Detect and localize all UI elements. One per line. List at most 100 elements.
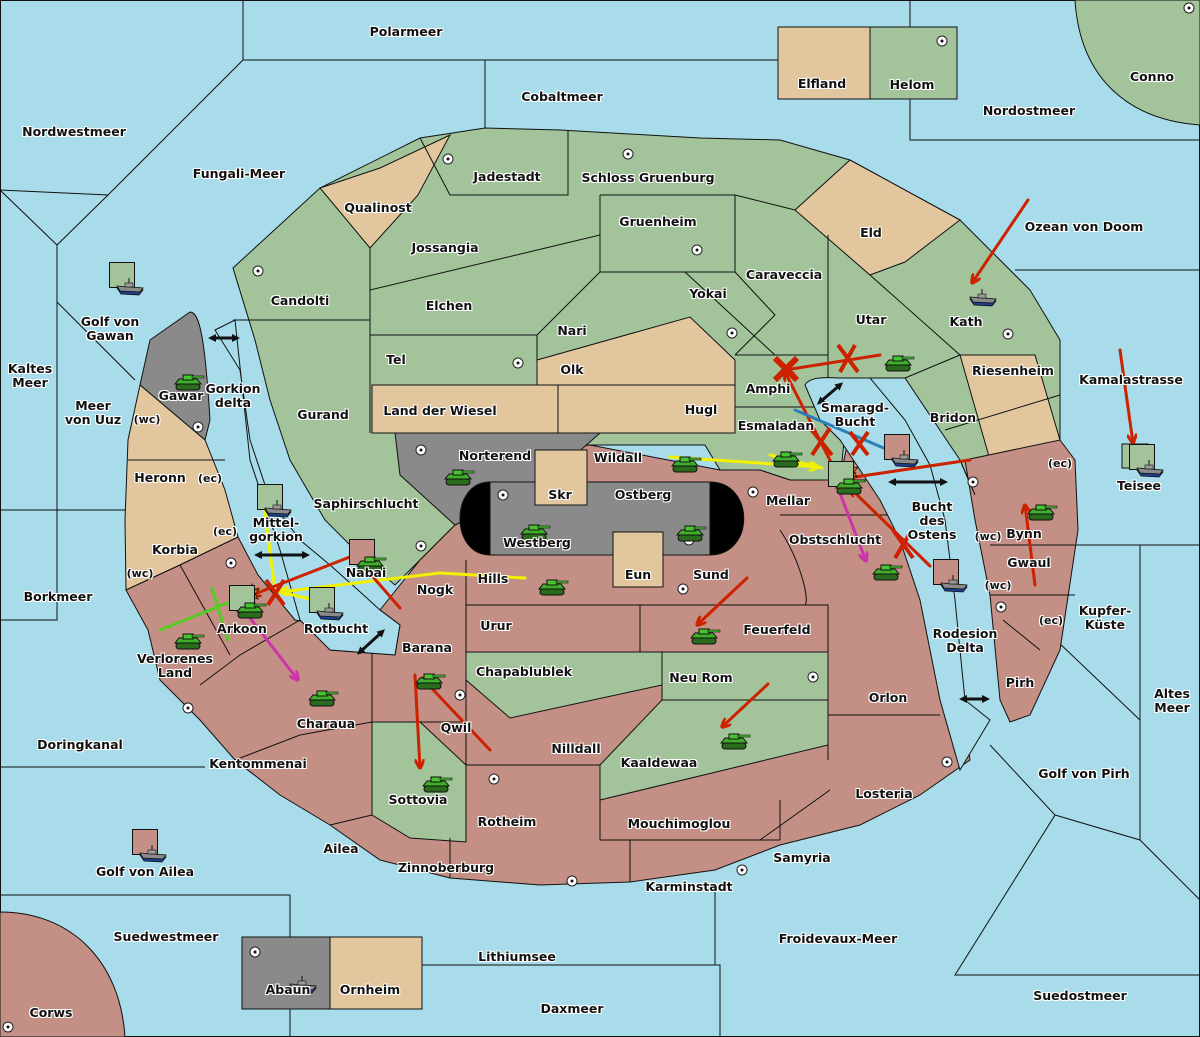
region-label-qualinost[interactable]: Qualinost <box>344 200 412 215</box>
region-label-smaragd[interactable]: Smaragd-Bucht <box>820 400 890 429</box>
region-label-ostberg[interactable]: Ostberg <box>614 487 672 502</box>
region-label-golf_pirh[interactable]: Golf von Pirh <box>1038 766 1130 781</box>
region-label-kamala[interactable]: Kamalastrasse <box>1079 372 1183 387</box>
region-label-lithium[interactable]: Lithiumsee <box>478 949 556 964</box>
region-label-norterend[interactable]: Norterend <box>458 448 532 463</box>
region-label-tel[interactable]: Tel <box>386 352 406 367</box>
region-label-charaua[interactable]: Charaua <box>296 716 356 731</box>
region-label-caraveccia[interactable]: Caraveccia <box>745 267 823 282</box>
region-label-candolti[interactable]: Candolti <box>270 293 330 308</box>
region-label-doringkanal[interactable]: Doringkanal <box>37 737 123 752</box>
region-label-nordostmeer[interactable]: Nordostmeer <box>982 103 1076 118</box>
region-label-nordwestmeer[interactable]: Nordwestmeer <box>22 124 126 139</box>
region-label-jadestadt[interactable]: Jadestadt <box>473 169 541 184</box>
region-label-golf_ailea[interactable]: Golf von Ailea <box>95 864 195 879</box>
region-label-mittelgorkion[interactable]: Mittel-gorkion <box>249 515 303 544</box>
region-label-corws[interactable]: Corws <box>29 1005 73 1020</box>
region-label-orlon[interactable]: Orlon <box>868 690 908 705</box>
region-label-samyria[interactable]: Samyria <box>773 850 831 865</box>
region-label-zinnober[interactable]: Zinnoberburg <box>397 860 495 875</box>
region-label-daxmeer[interactable]: Daxmeer <box>540 1001 604 1016</box>
region-label-barana[interactable]: Barana <box>402 640 452 655</box>
region-label-heronn[interactable]: Heronn <box>134 470 186 485</box>
order-arrow <box>413 673 420 770</box>
region-label-rotbucht[interactable]: Rotbucht <box>303 621 369 636</box>
region-label-skr[interactable]: Skr <box>548 487 572 502</box>
region-label-neurom[interactable]: Neu Rom <box>669 670 733 685</box>
region-label-cobaltmeer[interactable]: Cobaltmeer <box>521 89 603 104</box>
region-label-elfland[interactable]: Elfland <box>797 76 847 91</box>
region-label-kaaldewaa[interactable]: Kaaldewaa <box>620 755 698 770</box>
region-label-ailea[interactable]: Ailea <box>323 841 359 856</box>
region-label-urur[interactable]: Urur <box>480 618 512 633</box>
region-label-nogk[interactable]: Nogk <box>416 582 454 597</box>
region-label-utar[interactable]: Utar <box>855 312 887 327</box>
region-label-arkoon[interactable]: Arkoon <box>217 621 267 636</box>
region-label-abaun[interactable]: Abaun <box>265 982 311 997</box>
region-label-hills[interactable]: Hills <box>477 571 509 586</box>
region-label-ozean[interactable]: Ozean von Doom <box>1024 219 1144 234</box>
region-label-froidevaux[interactable]: Froidevaux-Meer <box>778 931 898 946</box>
region-label-sottovia[interactable]: Sottovia <box>388 792 448 807</box>
region-label-nabai[interactable]: Nabai <box>345 565 387 580</box>
region-label-yokai[interactable]: Yokai <box>689 286 727 301</box>
supply-center-icon <box>995 601 1007 613</box>
region-label-sund[interactable]: Sund <box>693 567 729 582</box>
region-label-conno[interactable]: Conno <box>1129 69 1175 84</box>
region-label-borkmeer[interactable]: Borkmeer <box>23 589 93 604</box>
region-label-mouchi[interactable]: Mouchimoglou <box>627 816 731 831</box>
region-label-polarmeer[interactable]: Polarmeer <box>369 24 443 39</box>
region-label-ornheim[interactable]: Ornheim <box>339 982 401 997</box>
region-label-gwaul[interactable]: Gwaul <box>1007 555 1051 570</box>
region-label-suedost[interactable]: Suedostmeer <box>1033 988 1127 1003</box>
region-label-jossangia[interactable]: Jossangia <box>411 240 479 255</box>
region-label-gruenheim[interactable]: Gruenheim <box>619 214 697 229</box>
region-label-chapa[interactable]: Chapablublek <box>475 664 573 679</box>
region-label-landwiesel[interactable]: Land der Wiesel <box>383 403 497 418</box>
region-label-rotheim[interactable]: Rotheim <box>477 814 537 829</box>
region-label-olk[interactable]: Olk <box>560 362 584 377</box>
region-label-wildall[interactable]: Wildall <box>593 450 643 465</box>
region-label-fungali[interactable]: Fungali-Meer <box>192 166 286 181</box>
region-label-westberg[interactable]: Westberg <box>503 535 571 550</box>
region-label-esmaladan[interactable]: Esmaladan <box>737 418 815 433</box>
region-label-amphi[interactable]: Amphi <box>745 381 791 396</box>
region-label-helom[interactable]: Helom <box>889 77 935 92</box>
region-label-gawar[interactable]: Gawar <box>158 388 204 403</box>
region-label-suedwest[interactable]: Suedwestmeer <box>113 929 219 944</box>
region-label-kupfer[interactable]: Kupfer-Küste <box>1078 603 1132 632</box>
region-label-losteria[interactable]: Losteria <box>855 786 913 801</box>
region-label-hugl[interactable]: Hugl <box>684 402 718 417</box>
region-label-karmin[interactable]: Karminstadt <box>645 879 733 894</box>
region-label-eun[interactable]: Eun <box>624 567 652 582</box>
region-label-saphir[interactable]: Saphirschlucht <box>313 496 419 511</box>
region-label-bynn[interactable]: Bynn <box>1006 526 1042 541</box>
region-label-nari[interactable]: Nari <box>557 323 587 338</box>
region-label-pirh[interactable]: Pirh <box>1005 675 1035 690</box>
region-label-teisee[interactable]: Teisee <box>1116 478 1162 493</box>
region-label-elchen[interactable]: Elchen <box>425 298 473 313</box>
supply-center-icon <box>807 671 819 683</box>
supply-center-icon <box>415 444 427 456</box>
region-label-riesenheim[interactable]: Riesenheim <box>972 363 1054 378</box>
region-label-feuerfeld[interactable]: Feuerfeld <box>743 622 811 637</box>
region-label-obst[interactable]: Obstschlucht <box>788 532 882 547</box>
region-label-kentom[interactable]: Kentommenai <box>209 756 307 771</box>
region-label-bridon[interactable]: Bridon <box>929 410 977 425</box>
region-label-nilldall[interactable]: Nilldall <box>551 741 601 756</box>
region-label-mellar[interactable]: Mellar <box>765 493 811 508</box>
region-label-kath[interactable]: Kath <box>949 314 983 329</box>
region-label-qwil[interactable]: Qwil <box>440 720 472 735</box>
region-label-gurand[interactable]: Gurand <box>297 407 349 422</box>
region-label-korbia[interactable]: Korbia <box>152 542 198 557</box>
region-label-eld[interactable]: Eld <box>860 225 882 240</box>
region-label-schloss[interactable]: Schloss Gruenburg <box>581 170 715 185</box>
